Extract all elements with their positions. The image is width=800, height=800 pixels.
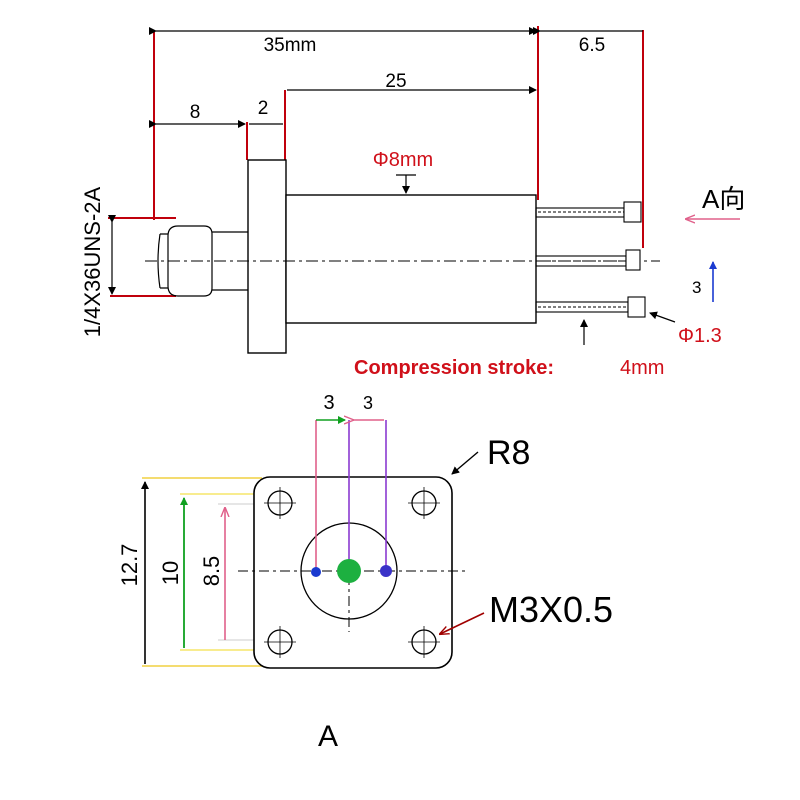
pin-top <box>535 201 642 223</box>
stroke-label: Compression stroke: <box>354 357 554 379</box>
view-label: A <box>318 720 338 753</box>
thread-spec-label: 1/4X36UNS-2A <box>80 186 105 337</box>
pin-middle <box>535 249 641 271</box>
mount-holes <box>264 487 440 658</box>
pin-bottom <box>535 296 646 318</box>
hole-bottom-left <box>264 626 296 658</box>
pins <box>535 201 646 318</box>
coil-body <box>285 194 537 324</box>
pin-right-dot <box>380 565 392 577</box>
pin-diameter-label: Φ1.3 <box>678 325 722 347</box>
pitch-right-label: 3 <box>363 393 373 413</box>
pin-dia-leader <box>649 311 676 323</box>
hole-bottom-right <box>408 626 440 658</box>
stroke-value: 4mm <box>620 357 664 379</box>
yellow-extensions <box>142 477 266 667</box>
dim-thread-label: 8 <box>190 102 201 123</box>
pin-left-dot <box>311 567 321 577</box>
flange <box>247 159 287 354</box>
screw-leader <box>440 612 485 634</box>
direction-label: A向 <box>702 184 745 214</box>
side-view: 35mm 25 6.5 8 2 Φ8mm 1/4X36UNS-2A A向 3 Φ… <box>80 26 745 379</box>
height-mid-label: 10 <box>158 561 183 585</box>
pin-center-dot <box>337 559 361 583</box>
height-outer-label: 12.7 <box>117 544 142 587</box>
end-view: 3 3 R8 12.7 10 8.5 M3X0.5 A <box>117 392 613 753</box>
dim-body-label: 25 <box>385 71 406 92</box>
height-inner-label: 8.5 <box>199 556 224 587</box>
screw-spec-label: M3X0.5 <box>489 589 613 630</box>
dim-flange-label: 2 <box>258 98 269 119</box>
pitch-left-label: 3 <box>323 392 334 414</box>
pin-pitch-label: 3 <box>692 278 701 297</box>
thread-stud <box>157 225 248 297</box>
radius-leader <box>451 451 479 475</box>
dim-pins-label: 6.5 <box>579 35 605 56</box>
hole-top-left <box>264 487 296 519</box>
hole-top-right <box>408 487 440 519</box>
dim-overall-label: 35mm <box>264 35 317 56</box>
radius-label: R8 <box>487 434 530 472</box>
body-diameter-label: Φ8mm <box>373 149 433 171</box>
